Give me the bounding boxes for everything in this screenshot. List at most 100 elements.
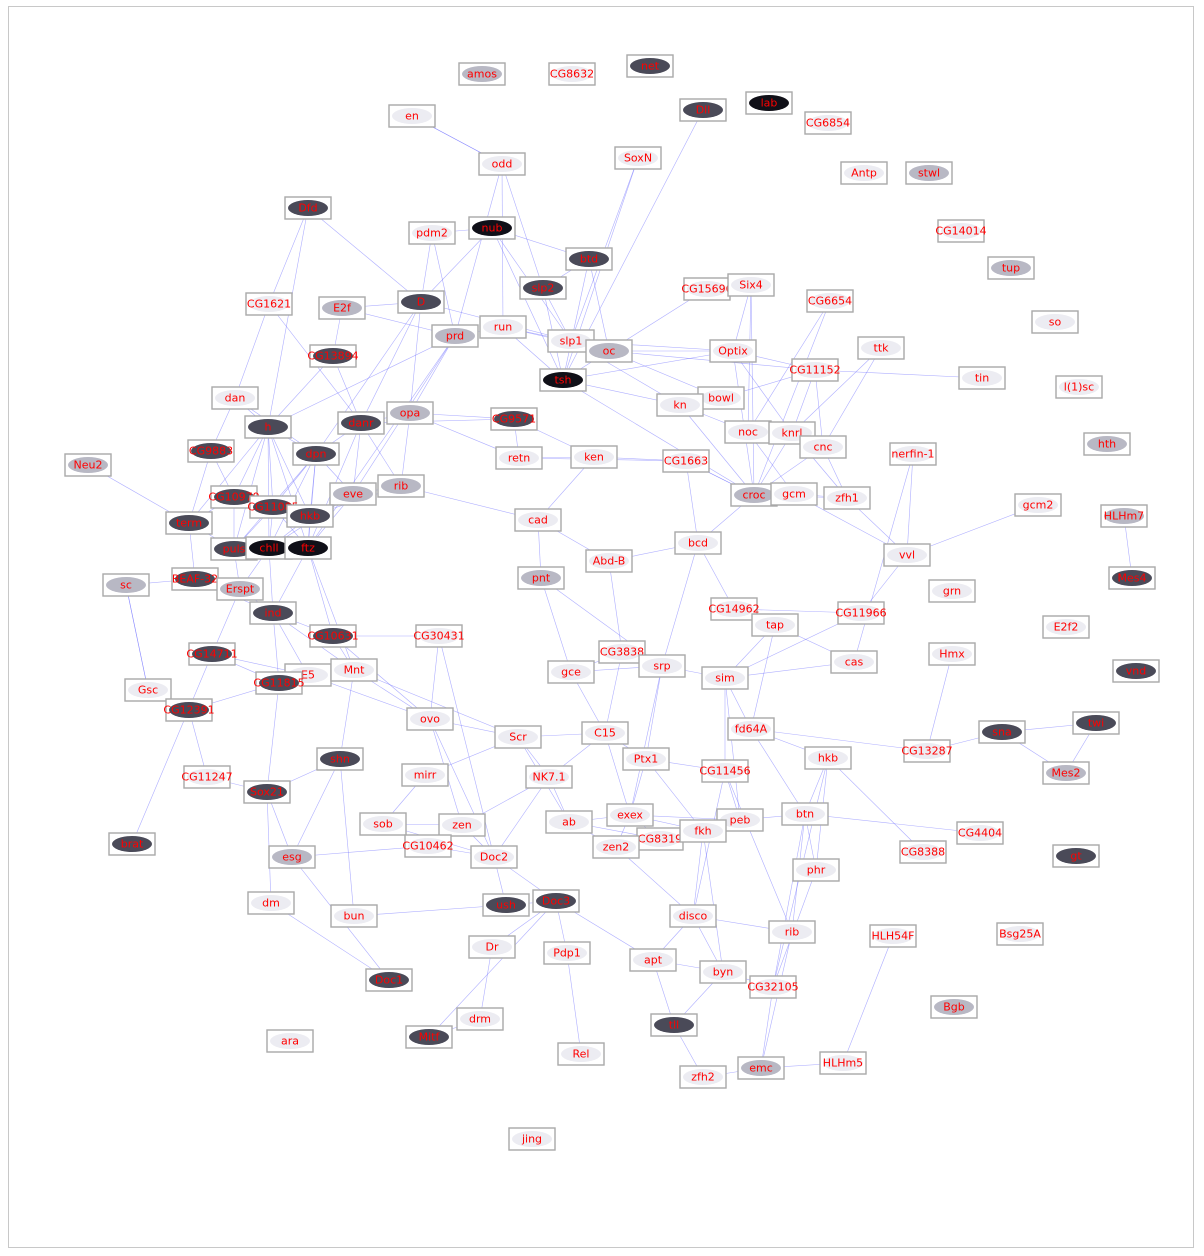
node-antp[interactable]: Antp	[840, 161, 888, 185]
node-peb[interactable]: peb	[716, 808, 764, 832]
node-brat[interactable]: brat	[108, 832, 156, 856]
node-ets98[interactable]: Erspt	[216, 577, 264, 601]
node-gcm2[interactable]: gcm2	[1014, 493, 1062, 517]
node-dr[interactable]: Dr	[468, 935, 516, 959]
node-ttk[interactable]: ttk	[857, 336, 905, 360]
node-dpn[interactable]: dpn	[292, 442, 340, 466]
node-hkb-top[interactable]: hkb	[286, 504, 334, 528]
node-cg11966[interactable]: CG11966	[835, 601, 887, 625]
node-tup[interactable]: tup	[987, 256, 1035, 280]
node-cnc[interactable]: cnc	[799, 435, 847, 459]
node-cg13894[interactable]: CG13894	[307, 344, 359, 368]
node-ken[interactable]: ken	[570, 445, 618, 469]
node-ftz[interactable]: ftz	[284, 536, 332, 560]
node-vvl[interactable]: vvl	[883, 543, 931, 567]
node-cg11815[interactable]: CG11815	[253, 671, 305, 695]
node-doc1[interactable]: Doc1	[365, 968, 413, 992]
node-cg30431[interactable]: CG30431	[413, 624, 465, 648]
node-cg8388[interactable]: CG8388	[899, 840, 947, 864]
node-e2f[interactable]: E2f	[318, 296, 366, 320]
node-lab[interactable]: lab	[745, 91, 793, 115]
node-e2f2[interactable]: E2f2	[1042, 615, 1090, 639]
node-tin[interactable]: tin	[958, 366, 1006, 390]
node-d[interactable]: D	[397, 290, 445, 314]
node-hmx[interactable]: Hmx	[928, 642, 976, 666]
node-hlh54f[interactable]: HLH54F	[869, 924, 917, 948]
node-doc2[interactable]: Doc2	[470, 845, 518, 869]
node-kn[interactable]: kn	[656, 393, 704, 417]
node-btn[interactable]: btn	[781, 802, 829, 826]
node-sim[interactable]: sim	[701, 666, 749, 690]
node-stwl[interactable]: stwl	[905, 161, 953, 185]
node-cg14014[interactable]: CG14014	[935, 219, 987, 243]
node-cas[interactable]: cas	[830, 650, 878, 674]
node-dan[interactable]: dan	[211, 386, 259, 410]
node-soxn[interactable]: SoxN	[614, 146, 662, 170]
node-gce[interactable]: gce	[547, 660, 595, 684]
node-cg10462[interactable]: CG10462	[402, 834, 454, 858]
node-ara[interactable]: ara	[266, 1029, 314, 1053]
node-zfh2[interactable]: zfh2	[679, 1065, 727, 1089]
node-term[interactable]: term	[165, 511, 213, 535]
node-dm[interactable]: dm	[247, 891, 295, 915]
node-dll[interactable]: Dll	[679, 98, 727, 122]
node-so[interactable]: so	[1031, 310, 1079, 334]
node-oc[interactable]: oc	[585, 339, 633, 363]
node-noc[interactable]: noc	[724, 420, 772, 444]
node-odd[interactable]: odd	[478, 152, 526, 176]
node-cg8319[interactable]: CG8319	[636, 827, 684, 851]
node-cg12391[interactable]: CG12391	[163, 698, 215, 722]
node-hlhm7[interactable]: HLHm7	[1100, 504, 1148, 528]
node-optix[interactable]: Optix	[709, 339, 757, 363]
node-l-1-sc[interactable]: l(1)sc	[1055, 375, 1103, 399]
node-fd64a[interactable]: fd64A	[727, 717, 775, 741]
node-grn[interactable]: grn	[928, 579, 976, 603]
node-h[interactable]: h	[244, 415, 292, 439]
node-srp[interactable]: srp	[638, 654, 686, 678]
node-exex[interactable]: exex	[606, 803, 654, 827]
node-prd[interactable]: prd	[431, 324, 479, 348]
node-sob[interactable]: sob	[359, 812, 407, 836]
node-hth[interactable]: hth	[1083, 432, 1131, 456]
node-cg11085[interactable]: CG11085	[247, 495, 299, 519]
node-bgb[interactable]: Bgb	[930, 995, 978, 1019]
node-bcd[interactable]: bcd	[674, 531, 722, 555]
node-cg9571[interactable]: CG9571	[490, 407, 538, 431]
node-gcm[interactable]: gcm	[770, 482, 818, 506]
node-tap[interactable]: tap	[751, 613, 799, 637]
node-cg9883[interactable]: CG9883	[187, 439, 235, 463]
node-rib[interactable]: rib	[377, 474, 425, 498]
node-en[interactable]: en	[388, 104, 436, 128]
node-cad[interactable]: cad	[514, 508, 562, 532]
node-pdp1[interactable]: Pdp1	[543, 941, 591, 965]
node-doc3[interactable]: Doc3	[532, 889, 580, 913]
node-phr[interactable]: phr	[792, 858, 840, 882]
node-mitf[interactable]: Mitf	[405, 1025, 453, 1049]
node-cg11152[interactable]: CG11152	[789, 358, 841, 382]
node-mirr[interactable]: mirr	[401, 763, 449, 787]
node-mnt[interactable]: Mnt	[330, 658, 378, 682]
node-net[interactable]: net	[626, 54, 674, 78]
node-slp1[interactable]: slp1	[547, 329, 595, 353]
node-tsh[interactable]: tsh	[539, 368, 587, 392]
node-dfd[interactable]: Dfd	[284, 196, 332, 220]
node-six4[interactable]: Six4	[727, 273, 775, 297]
node-ovo[interactable]: ovo	[406, 707, 454, 731]
node-ush[interactable]: ush	[482, 893, 530, 917]
node-pnt[interactable]: pnt	[517, 566, 565, 590]
node-nub[interactable]: nub	[468, 216, 516, 240]
node-jing[interactable]: jing	[508, 1127, 556, 1151]
node-pdm2[interactable]: pdm2	[408, 221, 456, 245]
node-sc[interactable]: sc	[102, 573, 150, 597]
node-beaf-32[interactable]: BEAF-32	[171, 567, 219, 591]
node-cg14962[interactable]: CG14962	[708, 597, 760, 621]
node-dapr[interactable]: danr	[337, 411, 385, 435]
node-bsg25a[interactable]: Bsg25A	[996, 922, 1044, 946]
node-hlhm5[interactable]: HLHm5	[819, 1051, 867, 1075]
node-cg32105[interactable]: CG32105	[747, 975, 799, 999]
node-vnd[interactable]: vnd	[1112, 659, 1160, 683]
node-ptx1[interactable]: Ptx1	[622, 747, 670, 771]
node-rib2[interactable]: rib	[768, 920, 816, 944]
node-mes4[interactable]: Mes4	[1108, 566, 1156, 590]
node-cg1663[interactable]: CG1663	[662, 449, 710, 473]
